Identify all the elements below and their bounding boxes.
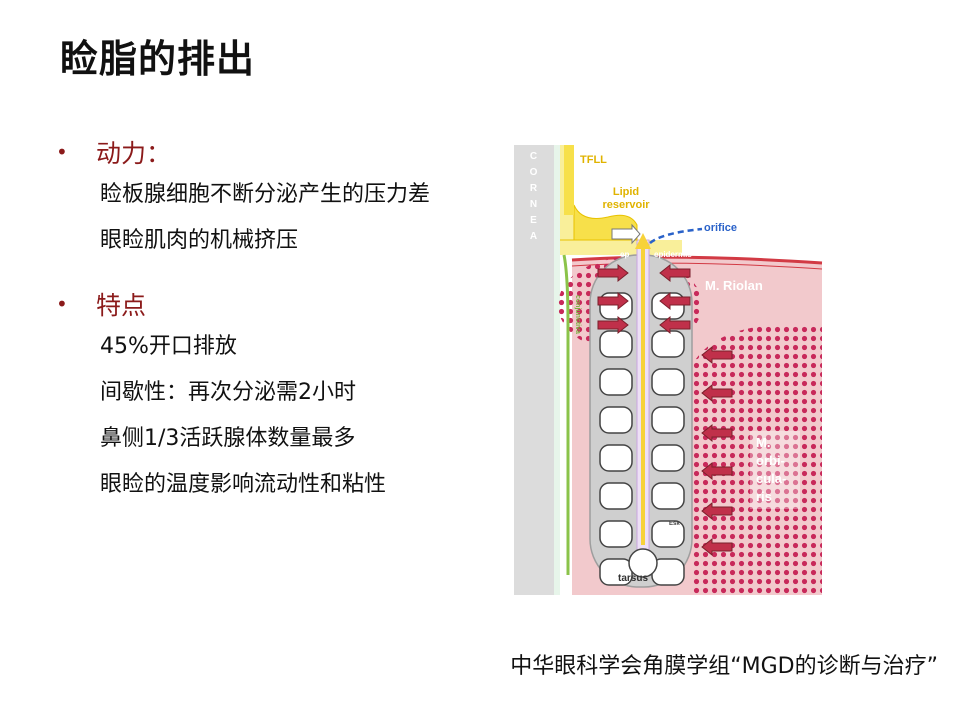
gland-acinus	[599, 406, 633, 434]
orbicularis-label-3: cula-	[756, 471, 786, 486]
lid-margin-line	[571, 255, 823, 265]
squeeze-arrow	[701, 537, 733, 557]
source-citation: 中华眼科学会角膜学组“MGD的诊断与治疗”	[510, 654, 938, 679]
bullet-dot-icon: •	[56, 140, 68, 164]
orbicularis-label-2: orbi-	[756, 453, 785, 468]
squeeze-arrows	[597, 263, 733, 557]
force-sub-list: 睑板腺细胞不断分泌产生的压力差 眼睑肌肉的机械挤压	[56, 172, 506, 264]
list-item: 眼睑肌肉的机械挤压	[100, 228, 299, 253]
squeeze-arrow	[659, 263, 691, 283]
gland-acinus	[599, 330, 633, 358]
squeeze-arrow	[701, 345, 733, 365]
esk-label: Esk	[669, 521, 680, 527]
m-riolan-label: M. Riolan	[705, 278, 763, 293]
list-item: 45%开口排放	[100, 334, 237, 359]
lipid-outflow-arrow	[611, 223, 641, 245]
cornea-band	[514, 145, 554, 595]
orbicularis-label-4: ris	[756, 489, 772, 504]
squeeze-arrow	[597, 291, 629, 311]
bullet-section-force: • 动力： 睑板腺细胞不断分泌产生的压力差 眼睑肌肉的机械挤压	[56, 132, 506, 264]
squeeze-arrow	[701, 383, 733, 403]
gland-acinus	[651, 482, 685, 510]
ep-label: ep	[620, 250, 629, 259]
orbicularis-label-1: M.	[756, 435, 770, 450]
gland-acinus	[599, 444, 633, 472]
list-item: 间歇性：再次分泌需2小时	[100, 380, 356, 405]
bullet-heading-text: 动力：	[96, 139, 172, 168]
list-item: 眼睑的温度影响流动性和粘性	[100, 472, 387, 497]
bullet-heading-features: • 特点	[56, 284, 506, 324]
gland-acinus	[599, 520, 633, 548]
gland-acinus	[651, 368, 685, 396]
bullet-heading-force: • 动力：	[56, 132, 506, 172]
squeeze-arrow	[659, 291, 691, 311]
list-item: 鼻侧1/3活跃腺体数量最多	[100, 426, 356, 451]
gland-acinus	[599, 368, 633, 396]
bullet-heading-text: 特点	[96, 291, 147, 320]
conjunctiva-line	[562, 254, 570, 575]
orifice-label: orifice	[704, 222, 737, 234]
orifice-duct	[649, 227, 703, 245]
tarsus-label: tarsus	[618, 573, 648, 584]
squeeze-arrow	[659, 315, 691, 335]
gland-acinus	[599, 482, 633, 510]
tfll-label: TFLL	[580, 154, 607, 166]
reservoir-label: reservoir	[602, 199, 650, 211]
gland-acinus	[651, 330, 685, 358]
bullet-dot-icon: •	[56, 292, 68, 316]
squeeze-arrow	[597, 263, 629, 283]
orbicularis-label-bg	[750, 431, 800, 509]
list-item: 睑板腺细胞不断分泌产生的压力差	[100, 182, 431, 207]
bullet-section-features: • 特点 45%开口排放 间歇性：再次分泌需2小时 鼻侧1/3活跃腺体数量最多 …	[56, 284, 506, 508]
conjunctiva-strip	[554, 145, 560, 595]
gland-acinus	[651, 406, 685, 434]
gland-acinus	[628, 548, 658, 578]
squeeze-arrow	[701, 461, 733, 481]
squeeze-arrow	[597, 315, 629, 335]
conjunctiva-label: conjunctiva	[574, 295, 581, 334]
slide-title: 睑脂的排出	[60, 37, 256, 81]
tfll-bar	[564, 145, 574, 215]
lipid-flow-arrowhead	[635, 233, 651, 249]
squeeze-arrow	[701, 423, 733, 443]
gland-acinus	[651, 444, 685, 472]
epidermis-label: epidermis	[654, 250, 692, 259]
lipid-label: Lipid	[613, 186, 639, 198]
squeeze-arrow	[701, 501, 733, 521]
gland-acinus	[651, 520, 685, 548]
features-sub-list: 45%开口排放 间歇性：再次分泌需2小时 鼻侧1/3活跃腺体数量最多 眼睑的温度…	[56, 324, 506, 508]
